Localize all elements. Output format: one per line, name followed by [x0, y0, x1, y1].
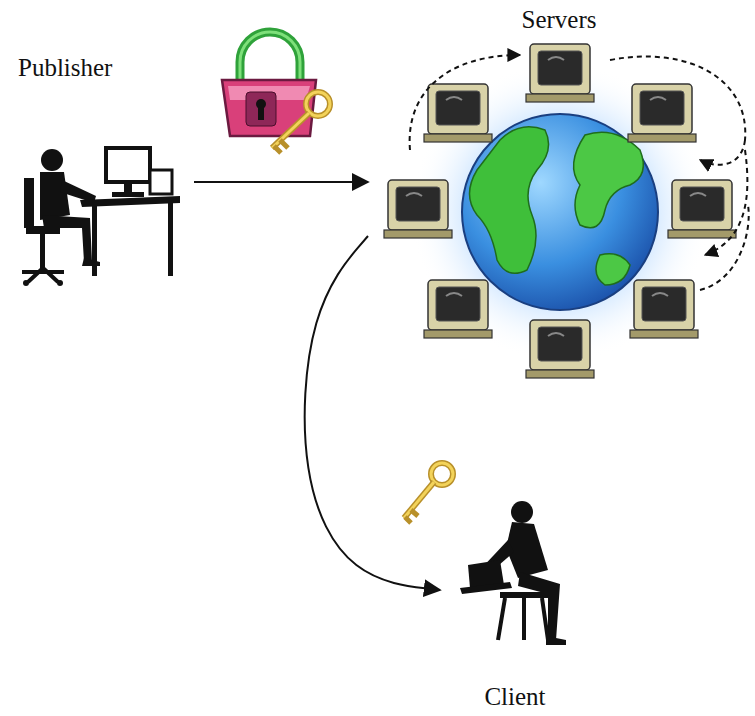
node-label: Publisher	[18, 54, 112, 82]
server-globe-illustration	[384, 44, 749, 378]
client-node: Client	[440, 480, 590, 712]
node-label: Servers	[522, 6, 597, 34]
node-label: Client	[484, 683, 545, 711]
flow-arrow	[194, 181, 368, 183]
label-holder: Servers	[368, 6, 750, 34]
lock-and-key-icon	[222, 32, 330, 153]
flow-arrow	[305, 236, 440, 590]
publisher-figure	[22, 148, 180, 286]
key-icon	[404, 463, 453, 523]
publisher-node: Publisher	[14, 52, 194, 290]
label-holder: Client	[440, 683, 590, 711]
servers-node: Servers	[368, 4, 750, 386]
label-holder: Publisher	[14, 54, 194, 82]
client-figure	[460, 501, 566, 645]
